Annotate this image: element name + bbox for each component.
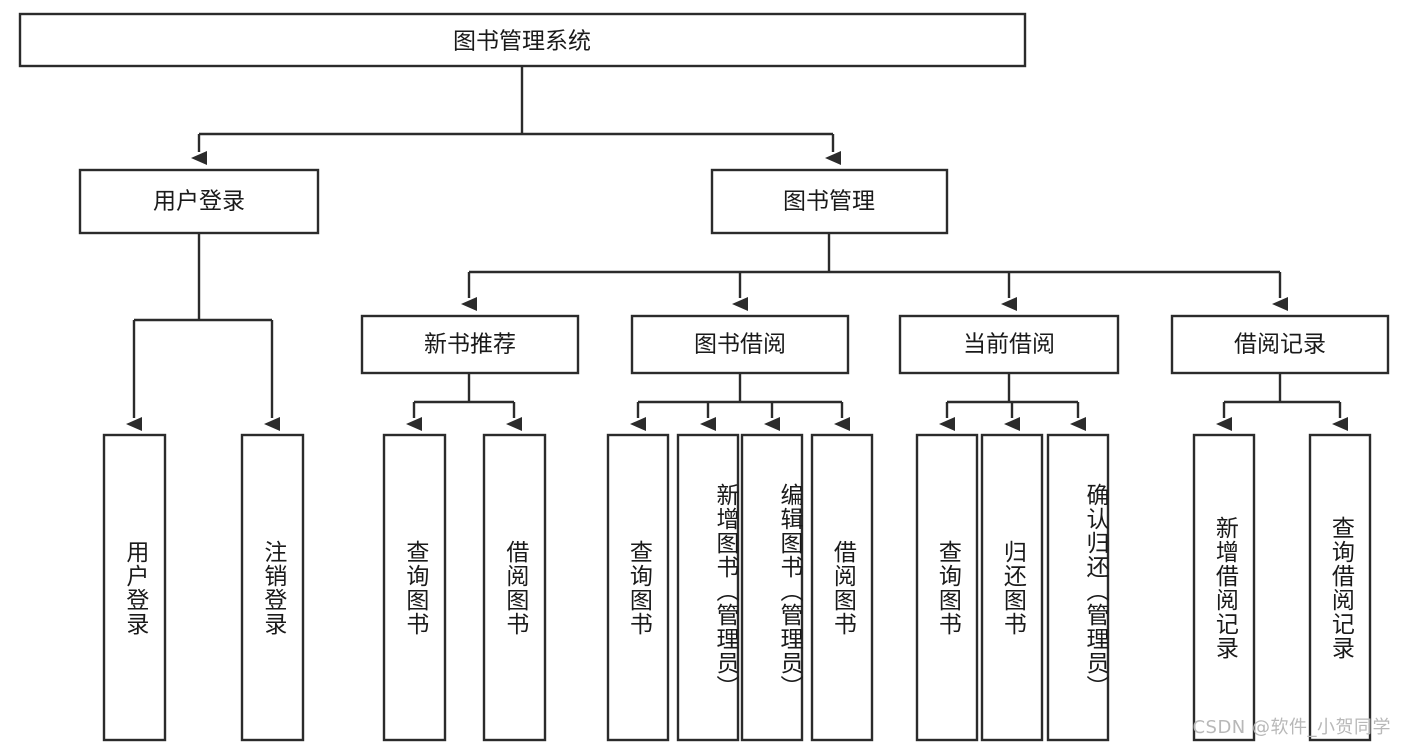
csdn-watermark: CSDN @软件_小贺同学 — [1192, 717, 1391, 738]
leaf-box-return-book[interactable] — [980, 433, 1044, 742]
leaf-box-logout[interactable] — [240, 433, 305, 742]
node-book-borrow-label: 图书借阅 — [694, 332, 786, 358]
connector-root-to-level2 — [191, 66, 841, 165]
node-book-borrow[interactable]: 图书借阅 — [630, 314, 850, 375]
node-current-borrow-label: 当前借阅 — [963, 332, 1055, 358]
node-user-login[interactable]: 用户登录 — [78, 168, 320, 235]
connector-userlogin-to-leaves — [126, 233, 280, 431]
node-root[interactable]: 图书管理系统 — [18, 12, 1027, 68]
leaf-box-query-book-3[interactable] — [915, 433, 979, 742]
leaf-box-query-book-2[interactable] — [606, 433, 670, 742]
node-current-borrow[interactable]: 当前借阅 — [898, 314, 1120, 375]
leaf-box-edit-book-admin[interactable] — [740, 433, 804, 742]
leaf-box-add-borrow-record[interactable] — [1192, 433, 1256, 742]
node-book-management-label: 图书管理 — [783, 189, 875, 215]
connector-bookmgmt-to-level3 — [461, 233, 1288, 311]
leaf-box-query-borrow-record[interactable] — [1308, 433, 1372, 742]
node-book-management[interactable]: 图书管理 — [710, 168, 949, 235]
node-new-book-recommend-label: 新书推荐 — [424, 332, 516, 358]
node-borrow-records-label: 借阅记录 — [1234, 332, 1326, 358]
node-new-book-recommend[interactable]: 新书推荐 — [360, 314, 580, 375]
connector-newbook-to-leaves — [406, 373, 522, 431]
leaf-box-borrow-book-1[interactable] — [482, 433, 547, 742]
connector-records-to-leaves — [1216, 373, 1348, 431]
connector-borrow-to-leaves — [630, 373, 850, 431]
leaf-box-add-book-admin[interactable] — [676, 433, 740, 742]
leaf-box-user-login[interactable] — [102, 433, 167, 742]
leaf-box-query-book-1[interactable] — [382, 433, 447, 742]
node-root-label: 图书管理系统 — [453, 29, 591, 55]
leaf-box-confirm-return-admin[interactable] — [1046, 433, 1110, 742]
leaf-box-borrow-book-2[interactable] — [810, 433, 874, 742]
node-borrow-records[interactable]: 借阅记录 — [1170, 314, 1390, 375]
connector-current-to-leaves — [939, 373, 1086, 431]
node-user-login-label: 用户登录 — [153, 189, 245, 215]
